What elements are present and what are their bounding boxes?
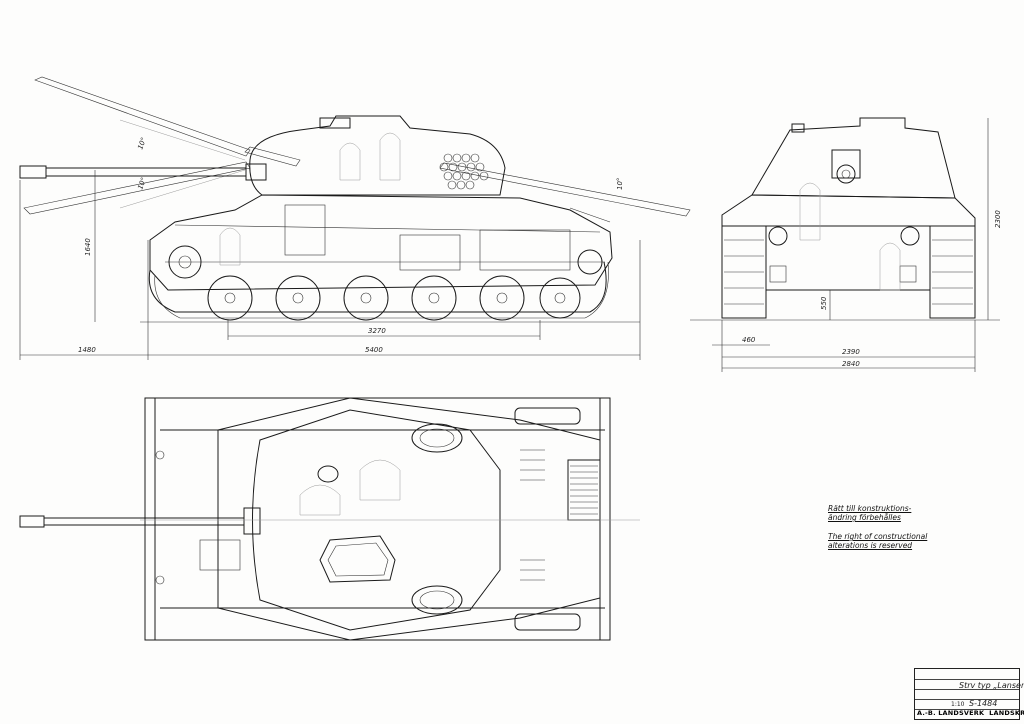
exhaust-right — [514, 613, 581, 631]
dim-wheelbase: 3270 — [368, 327, 386, 335]
company-name: A.-B. LANDSVERK LANDSKRONA — [917, 709, 1024, 717]
turret-front — [751, 117, 956, 199]
hull-lower-front — [765, 225, 931, 291]
side-dimensions: 1480 5400 3270 1640 10° 10° 10° — [19, 136, 641, 360]
note-swedish-line2: ändring förbehålles — [828, 513, 901, 522]
dim-length-overall: 5400 — [365, 346, 383, 354]
dim-front-height: 2300 — [994, 210, 1002, 228]
vehicle-name: Strv typ „Lansen” — [959, 681, 1024, 690]
dim-overall-width: 2840 — [842, 360, 860, 368]
ammo-rack — [439, 153, 489, 190]
dim-elevation-down: 10° — [136, 176, 148, 190]
company-city: LANDSKRONA — [989, 709, 1024, 717]
drawing-scale: 1:10 — [951, 701, 965, 708]
hatch-left — [411, 423, 463, 453]
exhaust-left — [514, 407, 581, 425]
dim-elevation-rear: 10° — [616, 178, 624, 190]
side-view: 1480 5400 3270 1640 10° 10° 10° — [19, 76, 691, 360]
reservation-note-swedish: Rätt till konstruktions- ändring förbehå… — [828, 504, 911, 522]
hull-side — [149, 194, 613, 291]
hatch-right — [411, 585, 463, 615]
note-english-line2: alterations is reserved — [828, 541, 913, 550]
turret-side — [249, 115, 506, 196]
hull-outline-top — [144, 397, 611, 641]
dim-elevation-up: 10° — [136, 136, 148, 150]
front-dimensions: 460 2390 2840 550 2300 — [712, 118, 1002, 372]
company-label: A.-B. LANDSVERK — [917, 709, 985, 717]
front-view: 460 2390 2840 550 2300 — [690, 117, 1002, 372]
top-view — [19, 397, 640, 641]
track-side — [148, 245, 609, 319]
hull-front — [721, 194, 976, 227]
gun-top — [19, 507, 261, 535]
dim-front-overhang: 1480 — [78, 346, 96, 354]
note-english-line1: The right of constructional — [828, 532, 928, 541]
drawing-number: S-1484 — [969, 699, 998, 708]
upper-hull-top — [217, 397, 601, 641]
road-wheels — [207, 275, 581, 321]
main-gun — [19, 163, 267, 181]
dim-side-height: 1640 — [84, 238, 92, 256]
turret-top — [252, 409, 501, 631]
dim-inner-width: 2390 — [842, 348, 860, 356]
note-swedish-line1: Rätt till konstruktions- — [828, 504, 912, 513]
title-block: Strv typ „Lansen” 1:10 S-1484 A.-B. LAND… — [914, 668, 1024, 720]
dim-track-width: 460 — [742, 336, 756, 344]
reservation-note-english: The right of constructional alterations … — [828, 532, 927, 550]
commander-hatch — [319, 535, 396, 583]
dim-ground-clearance: 550 — [820, 296, 828, 310]
